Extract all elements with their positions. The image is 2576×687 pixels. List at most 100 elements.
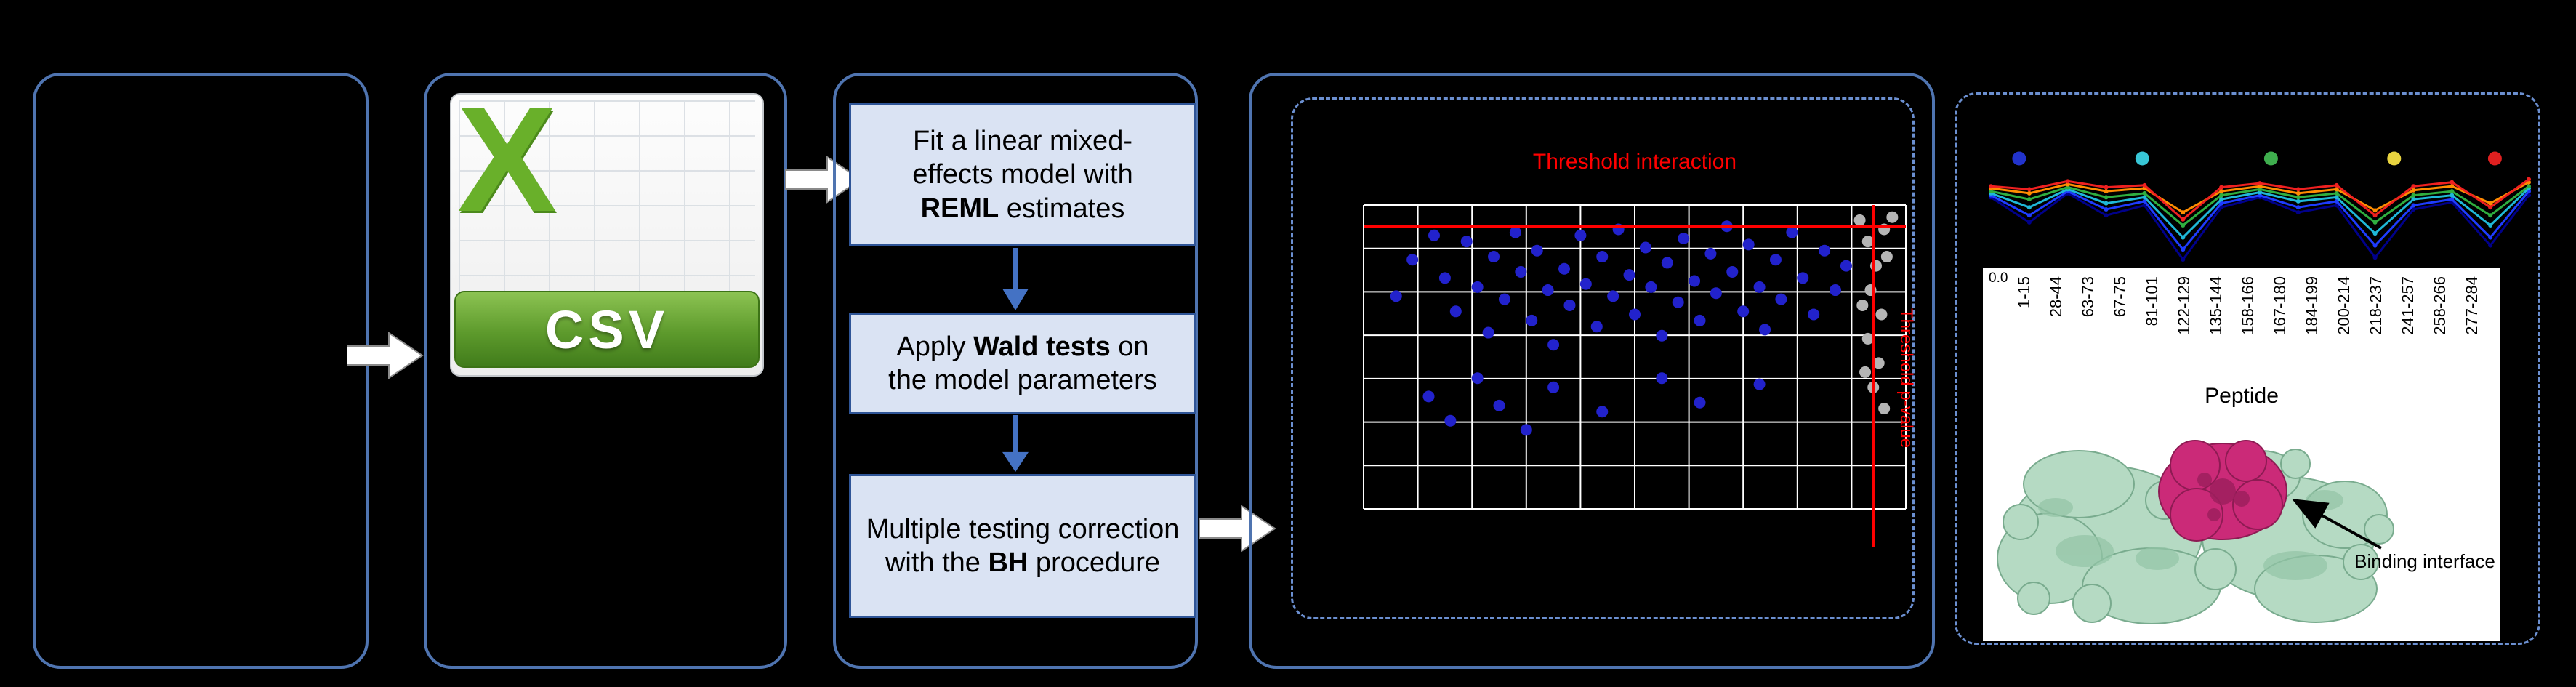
series-marker <box>2372 213 2378 218</box>
series-marker <box>2219 185 2224 190</box>
series-marker <box>2258 184 2262 189</box>
series-marker <box>2258 193 2262 198</box>
scatter-point-significant <box>1629 308 1641 321</box>
series-marker <box>2181 247 2186 252</box>
scatter-point-nonsignificant <box>1878 403 1891 415</box>
series-marker <box>2104 201 2109 206</box>
scatter-point-nonsignificant <box>1859 366 1872 378</box>
binding-peptide-shading <box>2197 473 2250 521</box>
scatter-point-significant <box>1428 229 1440 241</box>
scatter-point-significant <box>1656 372 1668 385</box>
binding-interface-label: Binding interface <box>2354 550 2495 572</box>
scatter-point-significant <box>1639 241 1651 254</box>
series-marker <box>2295 205 2301 210</box>
series-marker <box>2142 195 2147 200</box>
scatter-point-nonsignificant <box>1853 214 1866 226</box>
series-marker <box>2411 197 2416 202</box>
condition-dot <box>2487 151 2502 166</box>
series-marker <box>2334 198 2339 204</box>
scatter-point-significant <box>1482 326 1494 339</box>
series-marker <box>2450 197 2455 202</box>
scatter-point-nonsignificant <box>1886 211 1899 223</box>
series-marker <box>1989 184 1993 189</box>
scatter-point-significant <box>1753 281 1766 293</box>
csv-file-icon: X CSV <box>450 76 764 377</box>
scatter-point-significant <box>1515 265 1527 278</box>
series-marker <box>2488 201 2493 206</box>
scatter-point-significant <box>1819 244 1831 257</box>
x-tick-label: 258-266 <box>2431 276 2449 335</box>
series-marker <box>2334 195 2339 200</box>
series-marker <box>2488 213 2493 218</box>
x-tick-label: 63-73 <box>2079 276 2097 318</box>
scatter-point-significant <box>1520 424 1532 436</box>
scatter-point-significant <box>1840 260 1852 272</box>
series-marker <box>2488 223 2493 228</box>
series-marker <box>2527 177 2531 182</box>
panel-statistics <box>833 73 1198 669</box>
series-marker <box>2219 189 2224 194</box>
scatter-point-significant <box>1531 244 1543 257</box>
scatter-title: Threshold interaction <box>1532 150 1737 174</box>
scatter-point-significant <box>1726 265 1739 278</box>
scatter-point-significant <box>1390 290 1402 302</box>
series-marker <box>2450 184 2455 189</box>
series-marker <box>2334 182 2339 188</box>
scatter-point-significant <box>1786 226 1798 238</box>
scatter-point-significant <box>1645 281 1657 293</box>
scatter-point-significant <box>1689 275 1701 287</box>
x-tick-label: 1-15 <box>2015 276 2033 309</box>
x-tick-label: 241-257 <box>2399 276 2417 335</box>
x-tick-label: 135-144 <box>2207 276 2225 335</box>
y-axis-tick: 0.0 <box>1989 270 2008 286</box>
results-dashed-frame <box>1291 97 1915 619</box>
scatter-point-significant <box>1509 226 1521 238</box>
series-marker <box>2104 185 2109 190</box>
scatter-point-significant <box>1808 308 1820 321</box>
scatter-point-nonsignificant <box>1875 308 1888 321</box>
down-arrow-icon <box>1002 248 1029 310</box>
peptide-line-chart <box>1989 151 2531 262</box>
series-marker <box>2181 210 2186 215</box>
series-marker <box>2258 187 2262 192</box>
scatter-point-significant <box>1656 329 1668 342</box>
panel-results <box>1249 73 1935 669</box>
series-marker <box>2181 257 2186 262</box>
series-marker <box>2488 243 2493 248</box>
series-marker <box>2104 189 2109 194</box>
series-marker <box>2334 203 2339 208</box>
scatter-point-significant <box>1574 229 1587 241</box>
scatter-point-nonsignificant <box>1861 236 1874 248</box>
x-axis-label: Peptide <box>2205 384 2279 408</box>
x-tick-label: 167-180 <box>2271 276 2289 335</box>
scatter-point-significant <box>1547 339 1560 351</box>
series-marker <box>2295 190 2301 196</box>
scatter-point-significant <box>1797 272 1809 284</box>
peptide-dashed-frame <box>1955 92 2540 645</box>
x-tick-label: 218-237 <box>2367 276 2385 335</box>
scatter-point-nonsignificant <box>1856 299 1869 311</box>
scatter-point-significant <box>1678 232 1690 244</box>
csv-banner-label: CSV <box>544 299 669 360</box>
scatter-point-significant <box>1704 247 1717 260</box>
series-marker <box>2219 193 2224 198</box>
scatter-point-significant <box>1661 257 1673 269</box>
series-marker <box>2334 190 2339 196</box>
series-marker <box>2181 223 2186 228</box>
series-marker <box>2065 182 2070 187</box>
scatter-point-significant <box>1753 378 1766 390</box>
scatter-point-significant <box>1460 236 1473 248</box>
x-tick-label: 158-166 <box>2239 276 2257 335</box>
scatter-point-significant <box>1759 324 1771 336</box>
series-marker <box>2181 217 2186 222</box>
series-line <box>1990 192 2530 262</box>
scatter-plot <box>1363 204 1907 547</box>
binding-annotation-arrow <box>2291 499 2382 550</box>
series-marker <box>2372 231 2378 236</box>
series-marker <box>2026 197 2032 202</box>
